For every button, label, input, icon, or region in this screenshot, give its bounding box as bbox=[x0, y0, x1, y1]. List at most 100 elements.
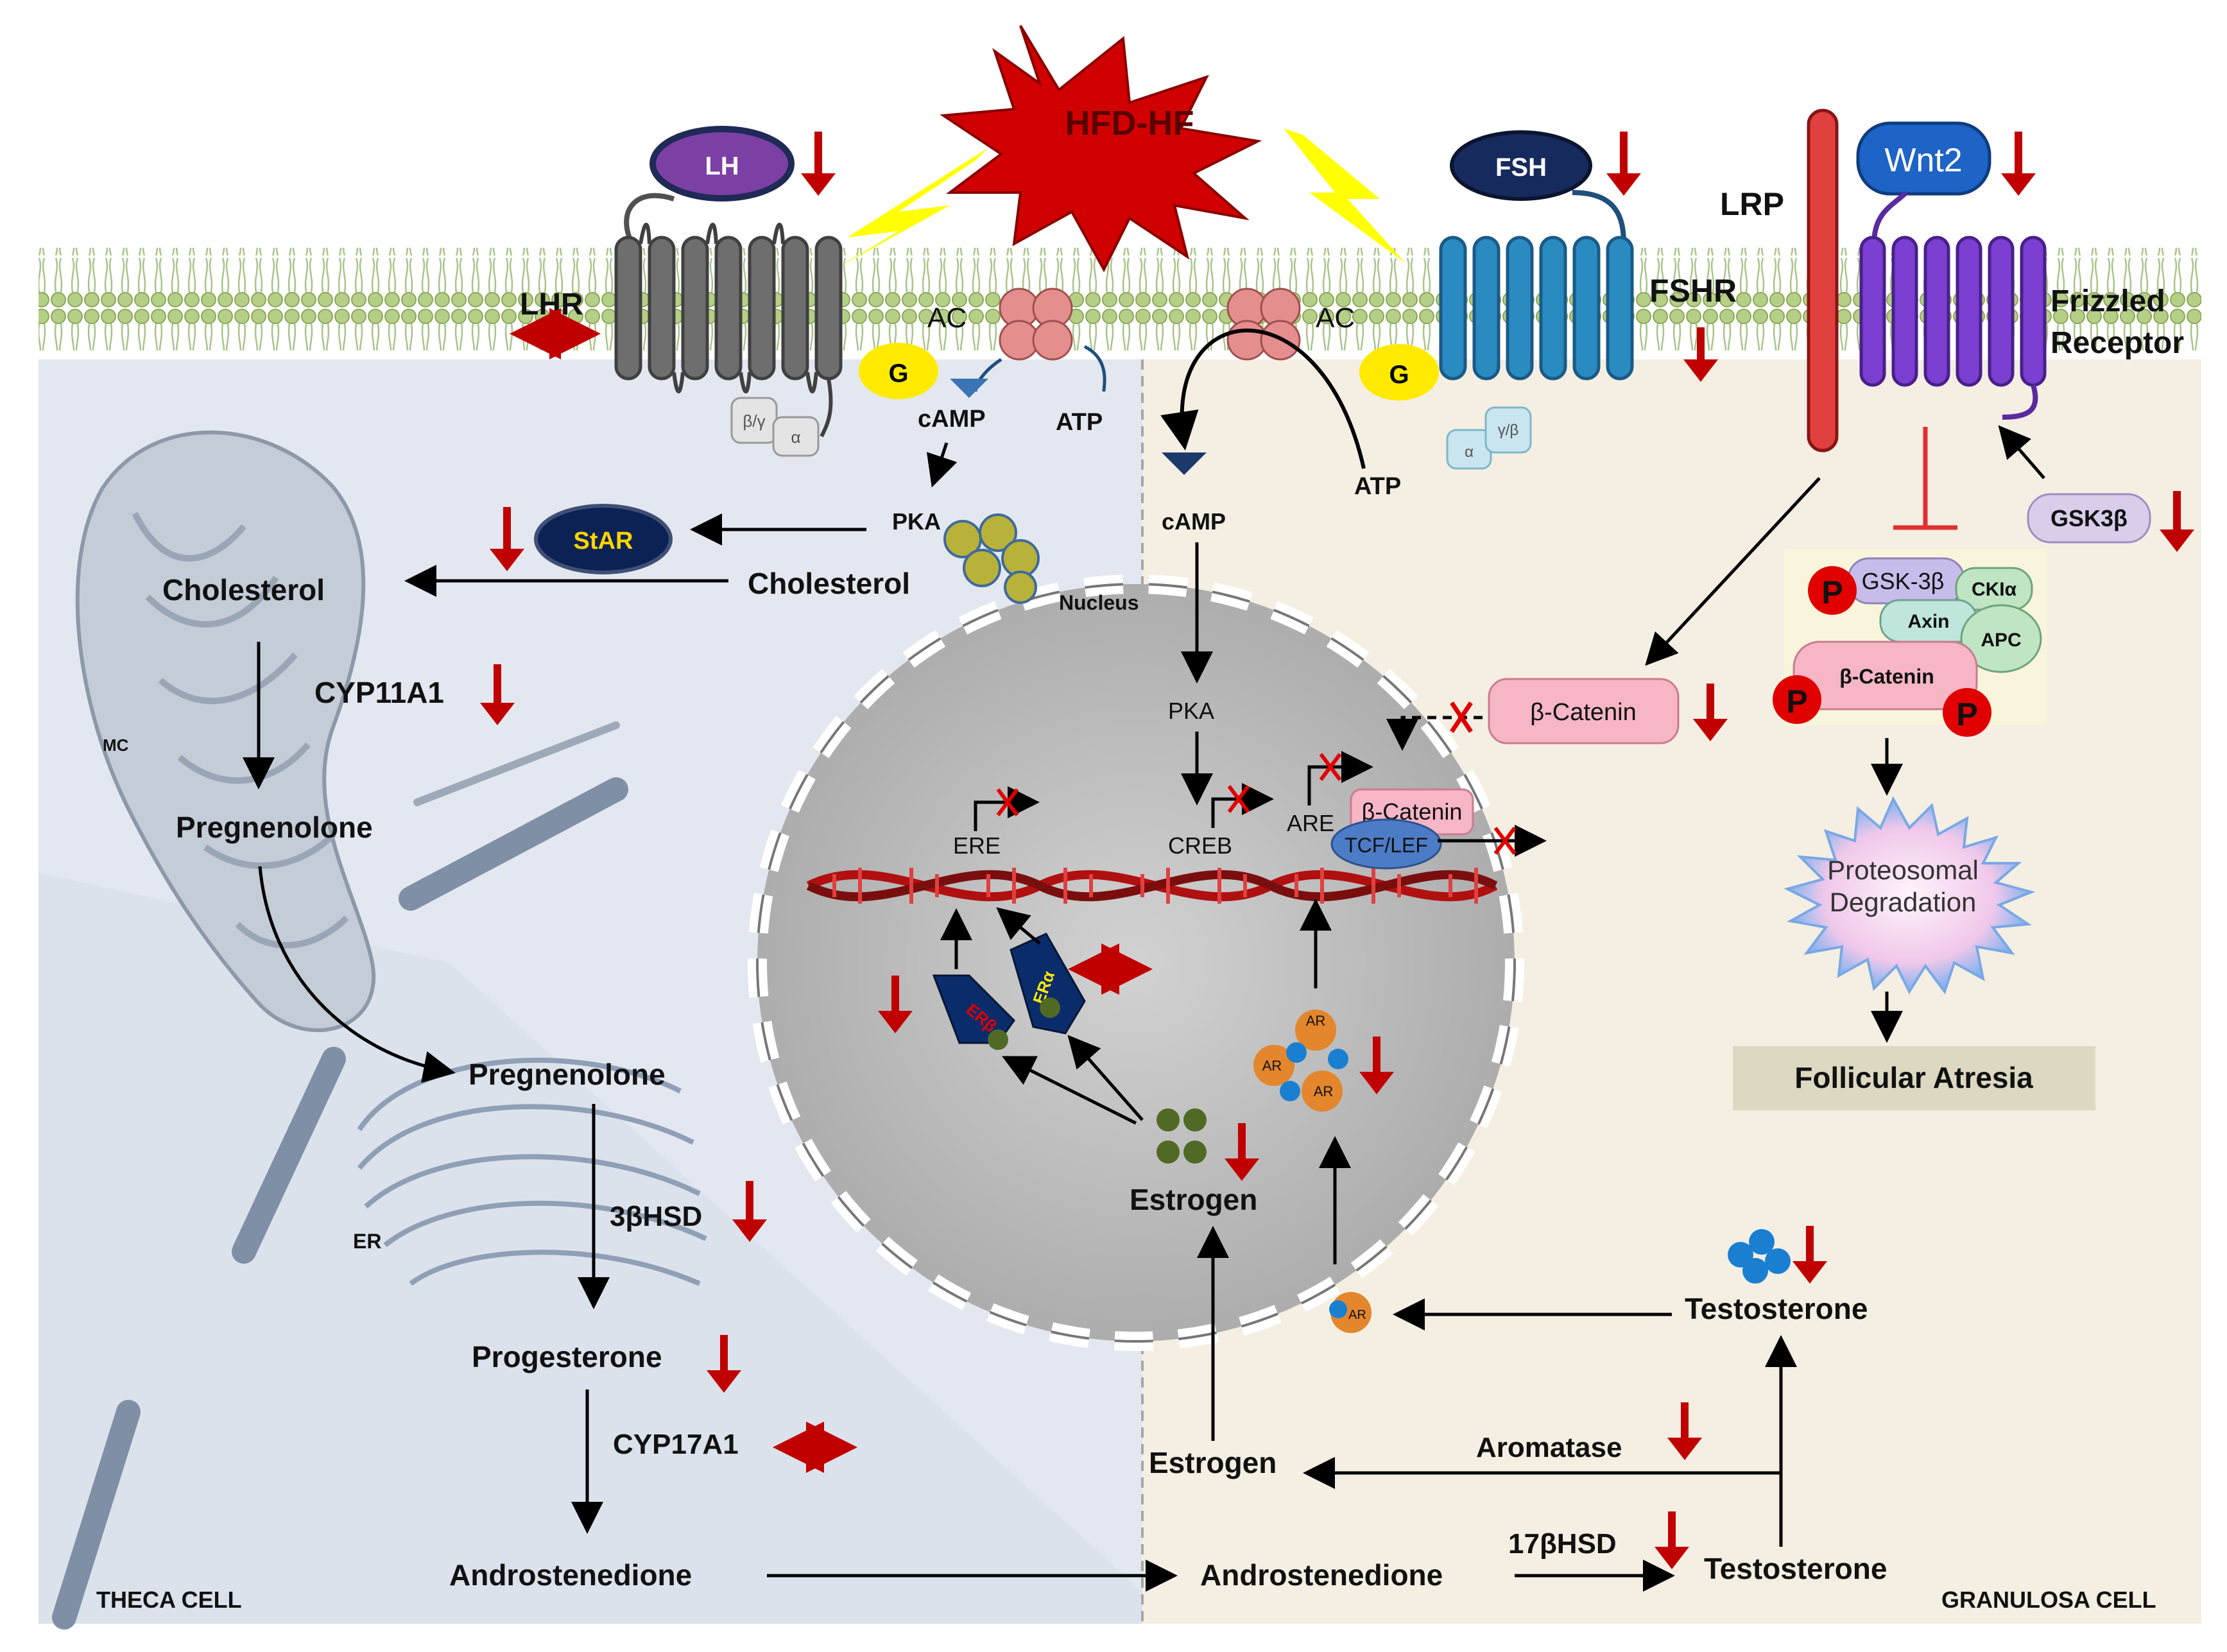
creb-blocked-x bbox=[1227, 785, 1250, 813]
estrogen-nuclear-label: Estrogen bbox=[1130, 1183, 1257, 1216]
follicular-atresia-box: Follicular Atresia bbox=[1733, 1046, 2095, 1110]
gprotein-right: α γ/β bbox=[1446, 406, 1532, 470]
svg-text:P: P bbox=[1956, 696, 1977, 732]
g-protein-left-badge: G bbox=[859, 343, 938, 399]
svg-text:APC: APC bbox=[1981, 630, 2021, 651]
pregnenolone-2-label: Pregnenolone bbox=[469, 1058, 666, 1091]
erb-down-arrow bbox=[878, 976, 913, 1033]
hfd-hf-burst: HFD-HF bbox=[940, 24, 1262, 273]
hsd3b-label: 3βHSD bbox=[610, 1201, 702, 1232]
complex-apc: APC bbox=[1960, 604, 2042, 673]
cholesterol-left-label: Cholesterol bbox=[162, 573, 325, 607]
ac-left-enzyme bbox=[999, 288, 1073, 361]
nucleus bbox=[748, 574, 1524, 1351]
theca-cell-label: THECA CELL bbox=[96, 1587, 242, 1613]
svg-text:β-Catenin: β-Catenin bbox=[1530, 699, 1637, 726]
cell-membrane bbox=[39, 248, 2201, 350]
complex-bcatenin: β-Catenin bbox=[1793, 641, 1978, 710]
creb-label: CREB bbox=[1168, 832, 1232, 859]
ar-cluster: AR AR AR bbox=[1253, 1010, 1348, 1112]
er-tubes bbox=[52, 721, 628, 1630]
camp-right-label: cAMP bbox=[1162, 508, 1226, 535]
mitochondrion bbox=[75, 430, 375, 1033]
pka-left-label: PKA bbox=[892, 508, 941, 535]
ar-single: AR bbox=[1329, 1292, 1371, 1333]
androstenedione-granulosa-label: Androstenedione bbox=[1200, 1558, 1443, 1592]
svg-text:β-Catenin: β-Catenin bbox=[1839, 665, 1934, 688]
svg-text:CKIα: CKIα bbox=[1972, 579, 2017, 600]
svg-text:Proteosomal: Proteosomal bbox=[1827, 855, 1979, 885]
androstenedione-theca-label: Androstenedione bbox=[449, 1558, 692, 1592]
cholesterol-right-label: Cholesterol bbox=[748, 567, 910, 600]
bcat-blocked-x bbox=[1450, 701, 1473, 733]
proteosome-burst: Proteosomal Degradation bbox=[1784, 796, 2036, 995]
cyp17a1-label: CYP17A1 bbox=[613, 1429, 739, 1460]
atp-left-label: ATP bbox=[1056, 409, 1103, 436]
estrogen-nuclear-down-arrow bbox=[1225, 1123, 1259, 1181]
camp-left-label: cAMP bbox=[918, 406, 986, 433]
ac-right-enzyme bbox=[1226, 288, 1301, 361]
lh-label: LH bbox=[705, 152, 739, 180]
svg-text:Wnt2: Wnt2 bbox=[1884, 142, 1962, 179]
cyp11a1-label: CYP11A1 bbox=[314, 676, 444, 709]
frizzled-label-line1: Frizzled bbox=[2051, 284, 2165, 318]
pregnenolone-1-label: Pregnenolone bbox=[176, 811, 373, 844]
camp-right-triangle bbox=[1162, 452, 1207, 475]
tcf-lef: TCF/LEF bbox=[1330, 818, 1442, 870]
progesterone-label: Progesterone bbox=[472, 1340, 662, 1373]
er-label: ER bbox=[353, 1230, 381, 1253]
complex-axin: Axin bbox=[1879, 599, 1978, 643]
atp-right-label: ATP bbox=[1354, 473, 1401, 500]
svg-text:α: α bbox=[1465, 443, 1474, 461]
fshr-down-arrow bbox=[1683, 327, 1718, 382]
hfd-hf-label: HFD-HF bbox=[1065, 104, 1194, 142]
aromatase-label: Aromatase bbox=[1476, 1432, 1622, 1463]
svg-text:TCF/LEF: TCF/LEF bbox=[1345, 834, 1428, 857]
aromatase-down-arrow bbox=[1667, 1402, 1702, 1460]
frizzled-inhibition bbox=[1893, 427, 1957, 530]
star-protein: StAR bbox=[534, 504, 673, 574]
gsk3b-down-arrow bbox=[2160, 491, 2194, 552]
testosterone-bottom-label: Testosterone bbox=[1704, 1552, 1887, 1585]
cyp11a1-down-arrow bbox=[480, 664, 515, 725]
phospho-p1: P bbox=[1808, 566, 1857, 615]
lh-down-arrow bbox=[801, 132, 836, 196]
er-alpha-receptor: ERα bbox=[1010, 933, 1086, 1035]
testosterone-down-arrow bbox=[1793, 1226, 1827, 1284]
dna-helix bbox=[806, 868, 1498, 904]
ere-label: ERE bbox=[953, 832, 1001, 859]
ere-blocked-x bbox=[996, 788, 1019, 816]
fsh-ligand: FSH bbox=[1450, 130, 1592, 201]
svg-text:γ/β: γ/β bbox=[1498, 422, 1518, 439]
fshr-receptor bbox=[1439, 190, 1634, 381]
mc-label: MC bbox=[103, 736, 129, 755]
pka-right-label: PKA bbox=[1168, 698, 1214, 724]
svg-text:Follicular Atresia: Follicular Atresia bbox=[1794, 1061, 2033, 1094]
svg-text:AR: AR bbox=[1314, 1083, 1334, 1099]
lightning-right bbox=[1284, 128, 1406, 263]
complex-ckia: CKIα bbox=[1955, 567, 2033, 611]
svg-text:G: G bbox=[1389, 361, 1409, 389]
are-label: ARE bbox=[1287, 810, 1334, 836]
svg-text:AR: AR bbox=[1262, 1058, 1282, 1074]
nucleus-label: Nucleus bbox=[1059, 591, 1139, 614]
gprotein-left: β/γ α bbox=[730, 397, 820, 457]
svg-text:AR: AR bbox=[1306, 1013, 1326, 1029]
are-blocked-x bbox=[1319, 753, 1342, 781]
svg-text:FSH: FSH bbox=[1495, 153, 1547, 182]
tcf-blocked-x bbox=[1493, 827, 1517, 855]
svg-text:StAR: StAR bbox=[574, 528, 633, 555]
svg-text:α: α bbox=[791, 427, 800, 447]
estrogen-cyto-label: Estrogen bbox=[1149, 1446, 1277, 1479]
svg-text:G: G bbox=[888, 359, 908, 388]
complex-gsk3b: GSK-3β bbox=[1847, 557, 1965, 605]
g-protein-right-badge: G bbox=[1359, 344, 1439, 400]
svg-text:P: P bbox=[1786, 684, 1807, 719]
svg-text:GSK3β: GSK3β bbox=[2051, 505, 2128, 531]
er-beta-receptor: ERβ bbox=[932, 974, 1015, 1050]
ac-right-label: AC bbox=[1316, 302, 1355, 334]
frizzled-label-line2: Receptor bbox=[2051, 326, 2184, 360]
lhr-label: LHR bbox=[520, 288, 583, 322]
svg-text:AR: AR bbox=[1348, 1308, 1366, 1322]
